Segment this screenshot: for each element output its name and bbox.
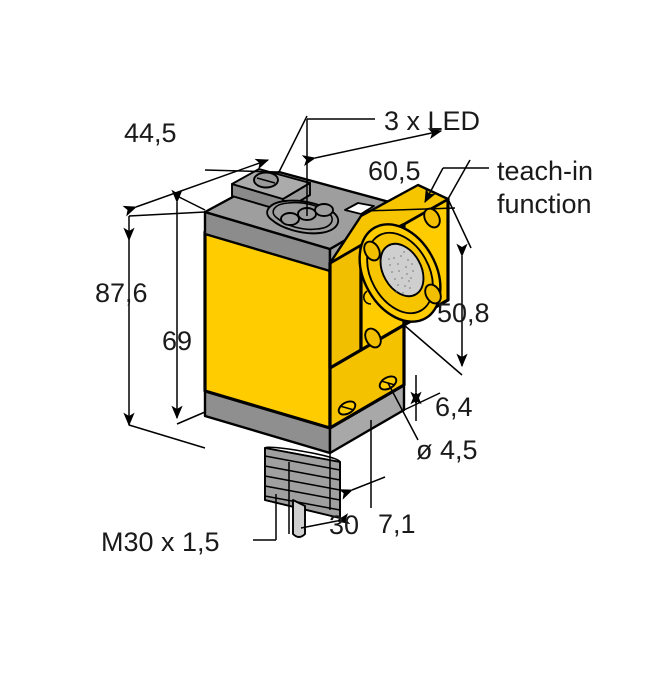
head-hole-tl bbox=[363, 240, 381, 262]
sensor-head bbox=[328, 183, 450, 370]
dimension-label-44-5: 44,5 bbox=[124, 118, 177, 148]
dimension-30: 30 bbox=[264, 448, 359, 540]
head-hole-br bbox=[424, 283, 442, 305]
dimension-60-5: 60,5 bbox=[278, 115, 471, 200]
teach-in-button[interactable] bbox=[344, 202, 375, 215]
sensor-cable bbox=[292, 499, 306, 538]
dimension-label-7-1: 7,1 bbox=[378, 509, 416, 539]
led-indicator-1 bbox=[280, 212, 300, 226]
dimension-label-6-4: 6,4 bbox=[435, 392, 473, 422]
sensor-body-group bbox=[203, 168, 450, 538]
dimension-87-6: 87,6 bbox=[95, 216, 206, 449]
callout-thread: M30 x 1,5 bbox=[101, 494, 277, 557]
dimension-6-4: 6,4 bbox=[403, 375, 473, 422]
head-hole-bl bbox=[364, 327, 382, 349]
dimension-69: 69 bbox=[162, 189, 206, 425]
dimension-label-50-8: 50,8 bbox=[437, 298, 490, 328]
dimension-label-87-6: 87,6 bbox=[95, 278, 148, 308]
dimension-hole-diameter: ø 4,5 bbox=[387, 382, 478, 465]
callout-label-teach-in-2: function bbox=[497, 189, 592, 219]
callout-teach-in: teach-in function bbox=[364, 156, 593, 219]
lens-window bbox=[379, 242, 425, 298]
callout-3x-led: 3 x LED bbox=[306, 106, 480, 216]
dimension-label-30: 30 bbox=[329, 510, 359, 540]
dimension-label-69: 69 bbox=[162, 326, 192, 356]
thread-barrel bbox=[264, 446, 341, 519]
dimension-label-hole-diameter: ø 4,5 bbox=[416, 435, 478, 465]
optical-lens bbox=[358, 223, 442, 323]
dimension-7-1: 7,1 bbox=[329, 420, 416, 539]
dimension-44-5: 44,5 bbox=[122, 118, 280, 217]
callout-label-teach-in-1: teach-in bbox=[497, 156, 593, 186]
dimension-50-8: 50,8 bbox=[403, 198, 490, 376]
dimension-label-60-5: 60,5 bbox=[368, 156, 421, 186]
led-indicator-3 bbox=[314, 203, 334, 217]
callout-label-3x-led: 3 x LED bbox=[384, 106, 480, 136]
callout-label-thread: M30 x 1,5 bbox=[101, 527, 220, 557]
